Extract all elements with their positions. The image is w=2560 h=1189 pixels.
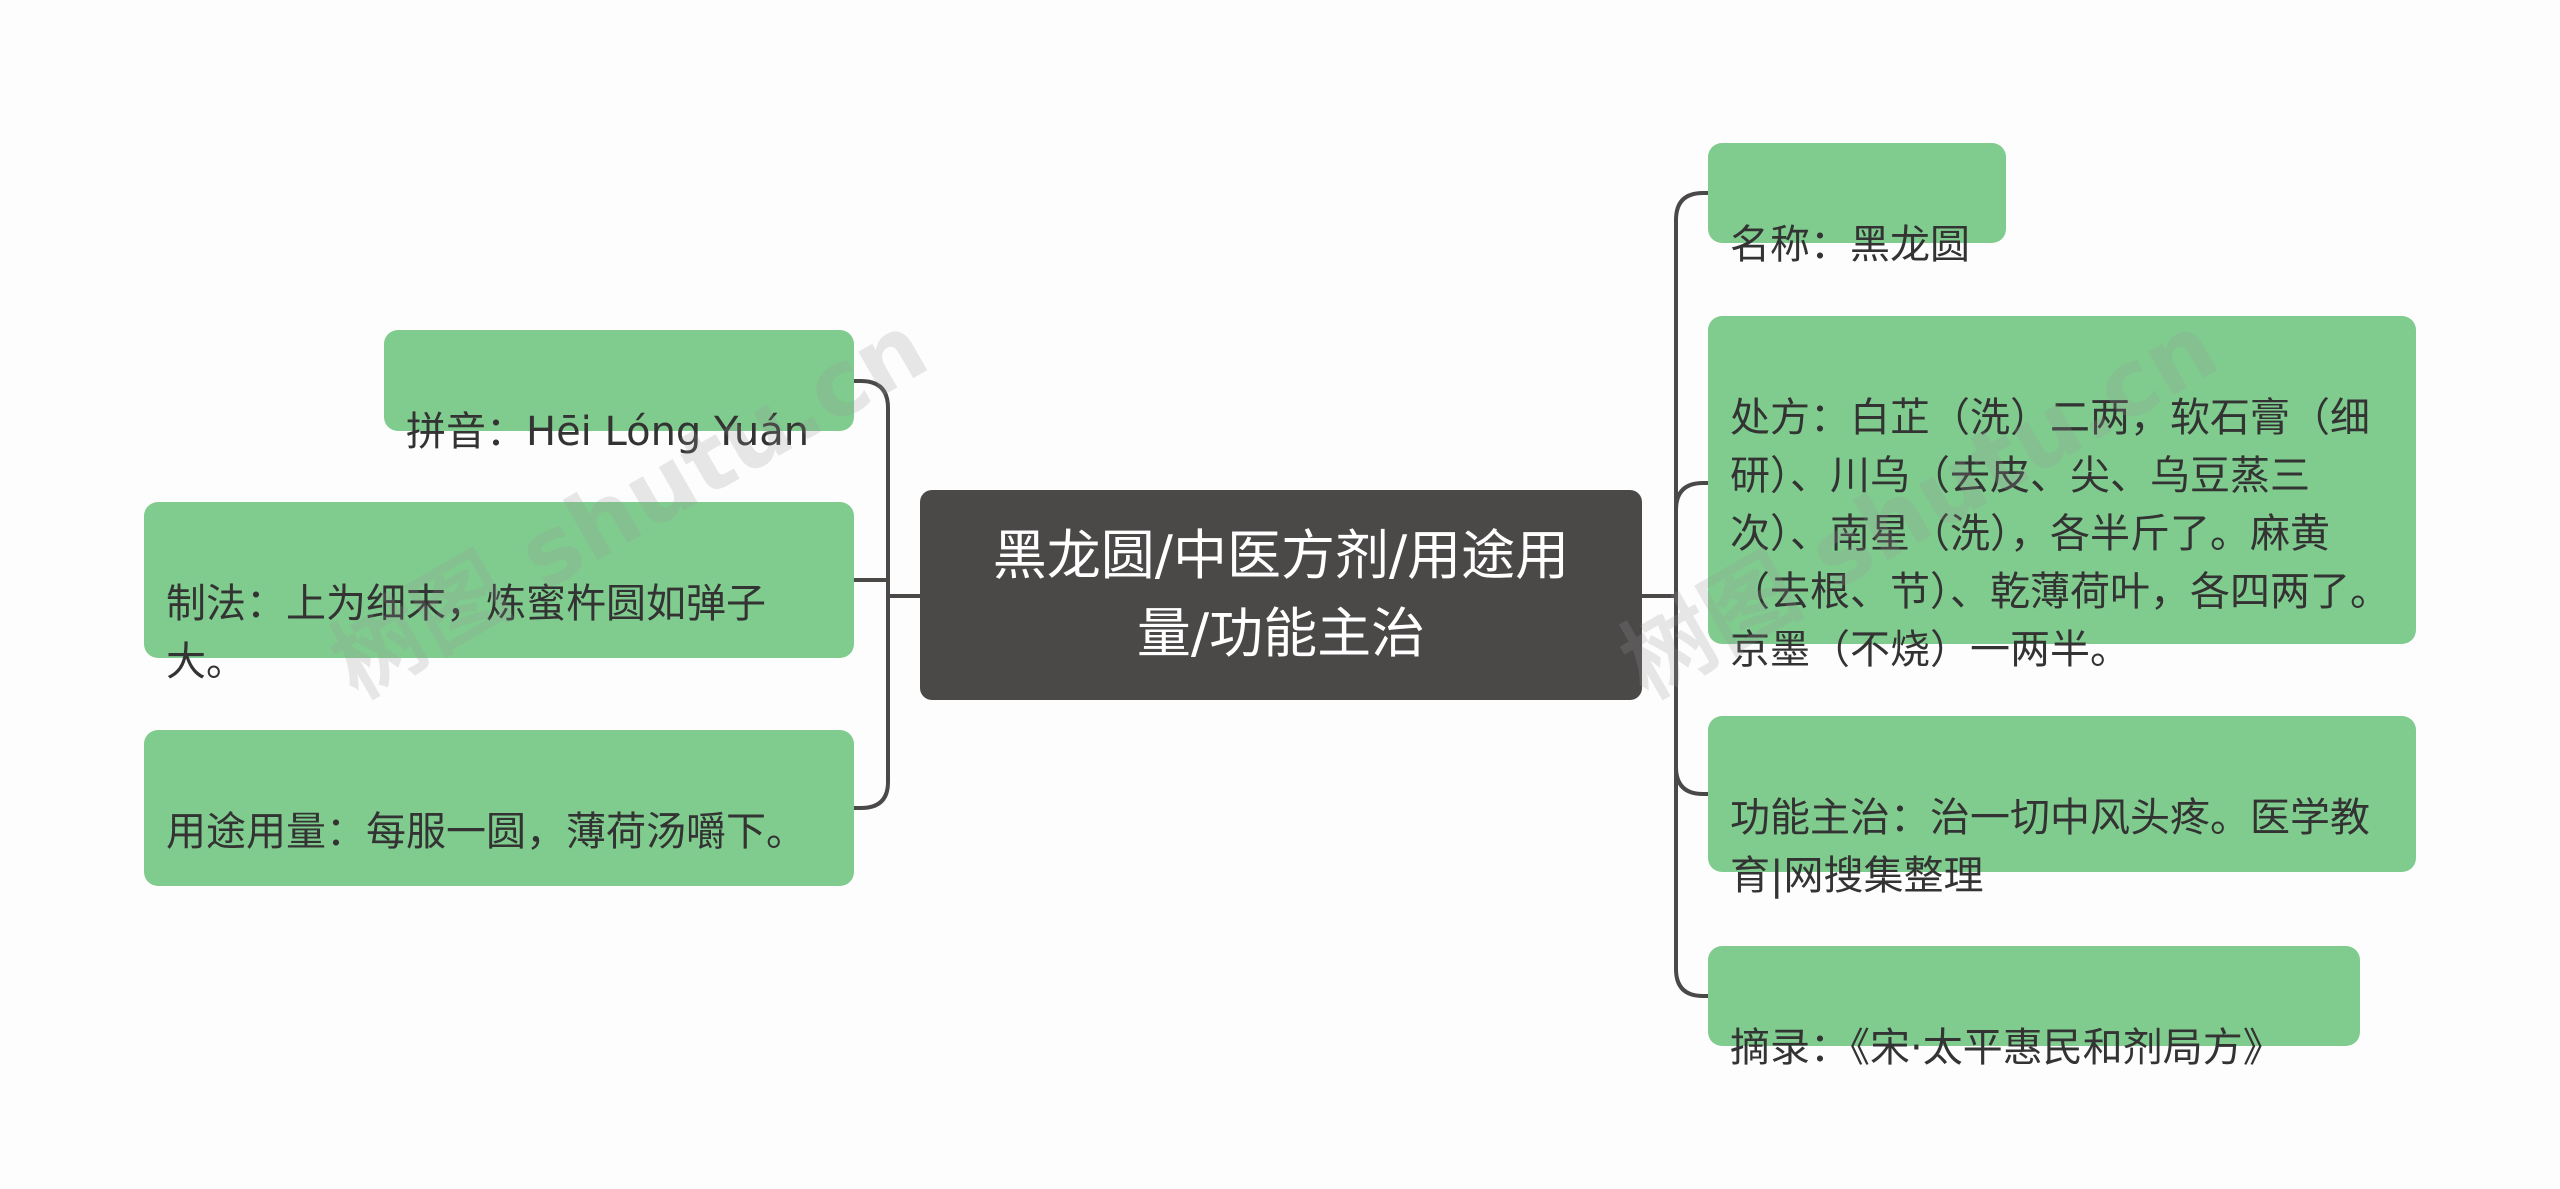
central-topic[interactable]: 黑龙圆/中医方剂/用途用量/功能主治: [920, 490, 1642, 700]
left-node-method-label: 制法：上为细末，炼蜜杵圆如弹子大。: [166, 581, 766, 685]
left-node-usage-label: 用途用量：每服一圆，薄荷汤嚼下。: [166, 809, 806, 855]
connector-right-prescription: [1674, 481, 1710, 512]
connector-left-pinyin: [852, 379, 890, 598]
right-node-source-label: 摘录：《宋·太平惠民和剂局方》: [1730, 1025, 2283, 1071]
left-node-method[interactable]: 制法：上为细末，炼蜜杵圆如弹子大。: [144, 502, 854, 685]
right-node-name[interactable]: 名称：黑龙圆: [1708, 143, 2006, 268]
left-node-pinyin-label: 拼音：Hēi Lóng Yuán: [406, 409, 810, 455]
connector-right-name: [1674, 191, 1710, 598]
right-node-prescription[interactable]: 处方：白芷（洗）二两，软石膏（细研）、川乌（去皮、尖、乌豆蒸三次）、南星（洗），…: [1708, 316, 2416, 673]
central-topic-label: 黑龙圆/中医方剂/用途用量/功能主治: [992, 524, 1570, 665]
right-node-prescription-label: 处方：白芷（洗）二两，软石膏（细研）、川乌（去皮、尖、乌豆蒸三次）、南星（洗），…: [1730, 395, 2390, 673]
right-node-name-label: 名称：黑龙圆: [1730, 222, 1970, 268]
connector-right-source: [1674, 594, 1710, 998]
connector-right-function: [1674, 594, 1710, 796]
right-node-function[interactable]: 功能主治：治一切中风头疼。医学教育|网搜集整理: [1708, 716, 2416, 899]
connector-left-usage: [852, 594, 890, 810]
left-node-usage[interactable]: 用途用量：每服一圆，薄荷汤嚼下。: [144, 730, 854, 886]
right-node-function-label: 功能主治：治一切中风头疼。医学教育|网搜集整理: [1730, 795, 2370, 899]
left-node-pinyin[interactable]: 拼音：Hēi Lóng Yuán: [384, 330, 854, 455]
right-node-source[interactable]: 摘录：《宋·太平惠民和剂局方》: [1708, 946, 2360, 1071]
